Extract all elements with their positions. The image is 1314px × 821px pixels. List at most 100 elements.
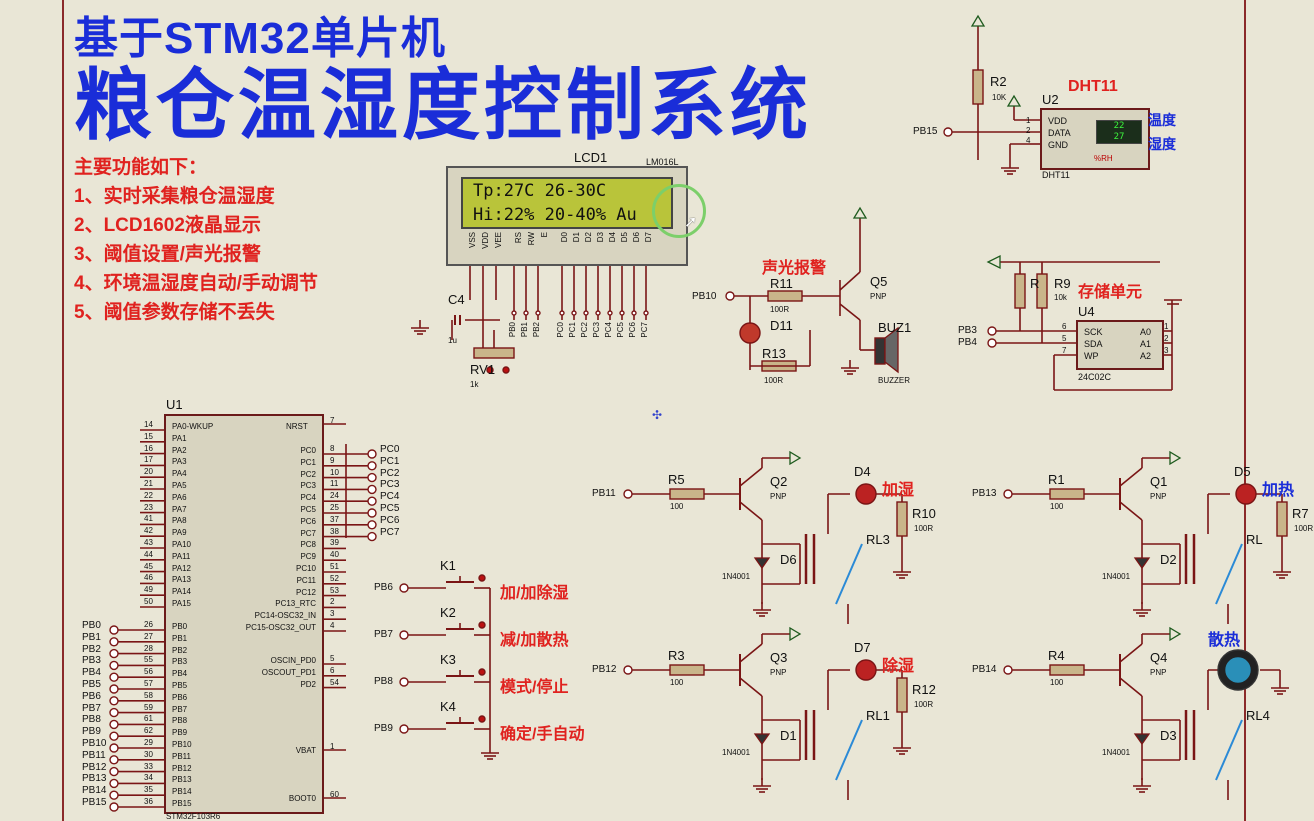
alarm-label: 声光报警 — [762, 260, 827, 277]
r11-value: 100R — [770, 305, 790, 314]
lcd-pin-d6: D6 — [632, 232, 641, 243]
key-function-3[interactable]: 模式/停止 — [500, 679, 569, 696]
dht-pin-gnd: GND — [1048, 140, 1068, 150]
mcu-pin-pa15: PA15 — [172, 599, 191, 608]
key-port-pb6: PB6 — [374, 582, 393, 593]
driver-relay-ref: RL4 — [1246, 708, 1270, 723]
mcu-out-pc1: PC1 — [380, 455, 400, 467]
key-function-4[interactable]: 确定/手自动 — [500, 726, 585, 743]
lcd-pin-d2: D2 — [584, 232, 593, 243]
terminal-icon — [109, 778, 119, 789]
mcu-pin-num: 58 — [144, 690, 153, 700]
driver-diode-type: 1N4001 — [1102, 572, 1131, 581]
led-icon — [855, 483, 877, 505]
dht-temp-value: 22 — [1113, 121, 1125, 131]
mcu-pin-pc0: PC0 — [300, 446, 316, 455]
terminal-icon — [399, 583, 409, 593]
key-function-2[interactable]: 减/加散热 — [500, 632, 569, 649]
buz-type: BUZZER — [878, 376, 910, 385]
mcu-pin-num: 6 — [330, 665, 335, 675]
driver-res-value: 100 — [670, 502, 684, 511]
mcu-pin-pc6: PC6 — [300, 516, 316, 526]
driver-transistor-ref: Q2 — [770, 474, 788, 489]
driver-transistor-type: PNP — [1150, 668, 1167, 677]
c4-value: 1u — [448, 336, 457, 345]
storage-label: 存储单元 — [1078, 284, 1143, 301]
mcu-ref: U1 — [166, 397, 183, 412]
key-function-1[interactable]: 加/加除湿 — [500, 585, 569, 602]
power-arrow-icon — [789, 626, 802, 642]
mcu-pin-pc4: PC4 — [300, 493, 316, 503]
power-arrow-icon — [1169, 450, 1182, 466]
mcu-port-pb2: PB2 — [82, 643, 101, 655]
dht-port: PB15 — [913, 126, 938, 137]
terminal-icon — [943, 127, 953, 137]
buzzer-icon — [874, 337, 886, 365]
mcu-pin-num: 38 — [330, 526, 339, 536]
driver-relay-ref: RL3 — [866, 532, 890, 547]
mcu-pin-pa3: PA3 — [172, 457, 187, 467]
buzzer-horn-icon — [884, 326, 899, 374]
terminal-icon — [987, 338, 997, 348]
feature-item-3: 3、阈值设置/声光报警 — [74, 244, 261, 265]
key-ref-k4: K4 — [440, 699, 456, 714]
mcu-pin-num: 46 — [144, 573, 153, 583]
lcd-pin-e: E — [540, 232, 549, 238]
lcd-port-pc7: PC7 — [640, 322, 649, 338]
mcu-pin-num: 25 — [330, 503, 339, 512]
terminal-icon — [109, 696, 119, 706]
key-port-pb9: PB9 — [374, 723, 393, 734]
mcu-pin-num: 24 — [330, 491, 339, 501]
mcu-pin-num: 2 — [330, 597, 335, 607]
driver-transistor-ref: Q3 — [770, 650, 788, 665]
driver-diode-type: 1N4001 — [722, 572, 751, 581]
eeprom-24c02[interactable]: SCK SDA WP A0 A1 A2 — [1076, 320, 1164, 370]
mcu-pin-num: 33 — [144, 761, 153, 771]
driver-res-value: 100 — [670, 678, 684, 687]
lcd-line2: Hi:22% 20-40% Au — [473, 205, 637, 225]
mcu-port-pb14: PB14 — [82, 785, 107, 797]
mcu-pin-pa9: PA9 — [172, 528, 187, 538]
lcd-pin-d5: D5 — [620, 232, 629, 243]
r13-value: 100R — [764, 376, 784, 385]
driver-transistor-ref: Q1 — [1150, 474, 1168, 489]
mcu-pin-pa6: PA6 — [172, 492, 187, 502]
mcu-pin-num: 43 — [144, 538, 153, 547]
junction-icon — [583, 310, 589, 316]
driver-diode-ref: D3 — [1160, 728, 1177, 743]
driver-function-label: 加热 — [1262, 482, 1295, 499]
mcu-pin-pc2: PC2 — [300, 469, 316, 479]
terminal-icon — [367, 449, 377, 459]
lcd-pin-rw: RW — [527, 232, 536, 246]
eeprom-pin-a0: A0 — [1140, 327, 1152, 337]
mcu-pin-num: 21 — [144, 479, 153, 488]
terminal-icon — [109, 755, 119, 765]
wire — [1119, 677, 1143, 697]
terminal-icon — [725, 291, 735, 301]
resistor-icon — [767, 290, 803, 302]
mcu-pin-pb1: PB1 — [172, 633, 188, 643]
mcu-pin-num: 5 — [330, 654, 335, 663]
terminal-icon — [367, 496, 377, 506]
resistor-icon — [896, 677, 908, 713]
mcu-pin-pb3: PB3 — [172, 657, 188, 667]
probe-icon — [478, 574, 486, 582]
mcu-port-pb5: PB5 — [82, 679, 101, 690]
mcu-pin-num: 50 — [144, 597, 153, 606]
probe-icon — [478, 715, 486, 723]
resistor-icon — [1014, 273, 1026, 309]
eeprom-num-2: 2 — [1164, 334, 1169, 343]
wire — [1119, 467, 1143, 487]
dht11-sensor[interactable]: VDD DATA GND 22 27 %RH — [1040, 108, 1150, 170]
key-port-pb8: PB8 — [374, 676, 393, 687]
junction-icon — [523, 310, 529, 316]
eeprom-num-7: 7 — [1062, 346, 1067, 355]
mcu-pin-vbat: VBAT — [295, 746, 316, 755]
mcu-port-pb3: PB3 — [82, 655, 101, 667]
terminal-icon — [109, 743, 119, 753]
driver-relay-ref: RL — [1246, 532, 1263, 547]
